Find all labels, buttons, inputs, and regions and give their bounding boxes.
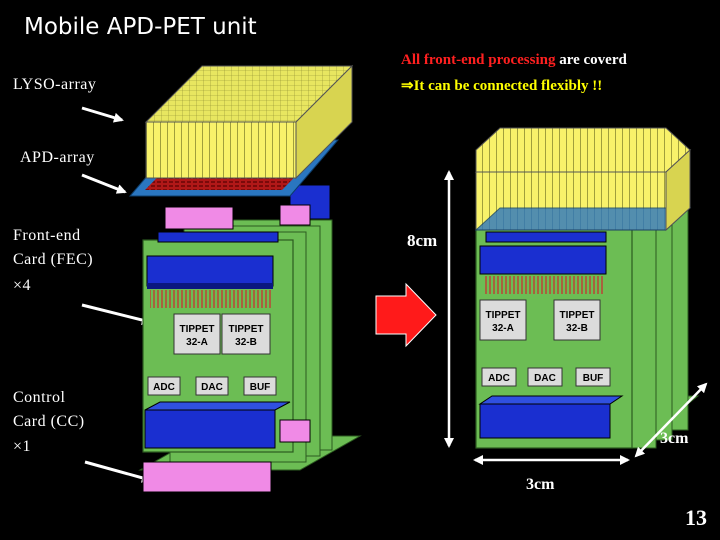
right-lyso-upper xyxy=(475,127,691,173)
label-cc-line3: ×1 xyxy=(13,438,32,455)
buf-text: BUF xyxy=(250,382,271,393)
note-line1: All front-end processing are coverd xyxy=(401,52,627,69)
pointer-arrow-lyso xyxy=(81,106,124,123)
right-adc-text: ADC xyxy=(488,373,510,384)
pointer-arrow-fec xyxy=(81,303,152,325)
tippet-a-text2: 32-A xyxy=(186,337,208,348)
pointer-arrow-cc xyxy=(84,460,152,483)
cc-side-connector xyxy=(279,419,311,443)
note-rest: are coverd xyxy=(555,52,627,68)
cc-blue-top xyxy=(144,401,291,411)
right-cc-ic-top xyxy=(478,395,624,405)
right-tippet-b-text2: 32-B xyxy=(566,323,588,334)
right-tippet-a-text2: 32-A xyxy=(492,323,514,334)
note-highlight: All front-end processing xyxy=(401,52,556,68)
right-tippet-a-chip xyxy=(479,299,527,341)
right-top-strip xyxy=(485,231,607,243)
right-tippet-a-text1: TIPPET xyxy=(485,310,520,321)
right-unit: TIPPET 32-A TIPPET 32-B ADC DAC BUF xyxy=(474,127,700,449)
tippet-b-chip xyxy=(221,313,271,355)
fec-pins xyxy=(150,290,272,308)
right-front-ic xyxy=(479,245,607,275)
label-cc-line1: Control xyxy=(13,389,66,406)
fec-top-connector xyxy=(164,206,234,230)
adc-text: ADC xyxy=(153,382,175,393)
right-tippet-b-chip xyxy=(553,299,601,341)
dac-chip xyxy=(195,376,229,396)
left-unit: TIPPET 32-A TIPPET 32-B ADC DAC BUF xyxy=(128,64,362,493)
pointer-arrow-apd xyxy=(81,173,127,194)
right-tippet-b-text1: TIPPET xyxy=(559,310,594,321)
right-pins xyxy=(484,276,604,294)
slide-title: Mobile APD-PET unit xyxy=(24,14,257,40)
label-fec-line1: Front-end xyxy=(13,227,81,244)
adc-chip xyxy=(147,376,181,396)
right-buf-chip xyxy=(575,367,611,387)
page-number: 13 xyxy=(685,505,707,530)
right-cc-ic xyxy=(479,403,611,439)
right-dac-text: DAC xyxy=(534,373,556,384)
tippet-b-text2: 32-B xyxy=(235,337,257,348)
right-buf-text: BUF xyxy=(583,373,604,384)
fec-front-ic xyxy=(146,255,274,287)
label-cc-line2: Card (CC) xyxy=(13,413,85,430)
label-fec-line2: Card (FEC) xyxy=(13,251,94,268)
tippet-b-text1: TIPPET xyxy=(228,324,263,335)
transform-arrow xyxy=(375,282,437,348)
right-dac-chip xyxy=(527,367,563,387)
fec-top-strip xyxy=(157,231,279,243)
lyso-side-face xyxy=(295,64,353,180)
cc-bottom-connector xyxy=(142,461,272,493)
height-dimension-label: 8cm xyxy=(407,231,438,250)
tippet-a-chip xyxy=(173,313,221,355)
label-apd-array: APD-array xyxy=(20,149,95,166)
width-dimension-label: 3cm xyxy=(526,476,555,493)
dac-text: DAC xyxy=(201,382,223,393)
depth-dimension-line xyxy=(634,382,708,458)
label-fec-line3: ×4 xyxy=(13,277,32,294)
right-apd-plate xyxy=(474,207,692,231)
note-line2: ⇒It can be connected flexibly !! xyxy=(401,78,603,94)
label-lyso-array: LYSO-array xyxy=(13,76,97,93)
right-lyso-side xyxy=(665,148,691,232)
cc-blue-ic xyxy=(144,409,276,449)
buf-chip xyxy=(243,376,277,396)
depth-dimension-label: 3cm xyxy=(660,430,689,447)
tippet-a-text1: TIPPET xyxy=(179,324,214,335)
back-connector-pink xyxy=(279,204,311,226)
right-adc-chip xyxy=(481,367,517,387)
fec-front-ic-shadow xyxy=(147,283,273,289)
lyso-front-face xyxy=(145,121,297,179)
